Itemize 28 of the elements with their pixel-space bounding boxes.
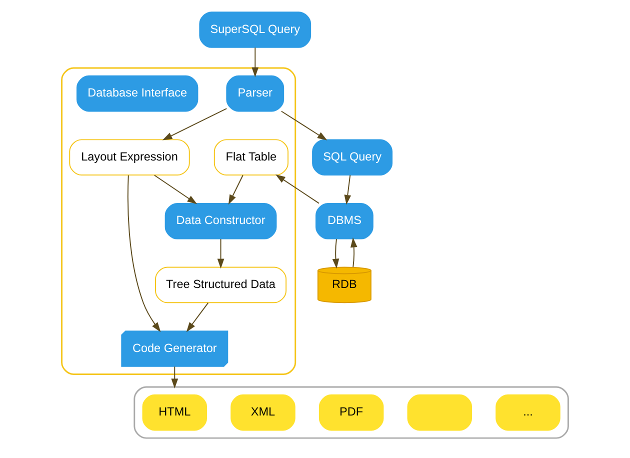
cluster [134, 386, 569, 439]
arrow [252, 47, 259, 78]
node-box: XML [230, 394, 296, 431]
arrow [275, 174, 320, 204]
node-box: ... [496, 394, 560, 431]
arrow [217, 238, 224, 269]
node-box: Tree Structured Data [155, 266, 287, 304]
node-box: HTML [142, 394, 208, 431]
arrow [228, 174, 244, 205]
node-box: DBMS [316, 202, 374, 240]
arrow [186, 302, 209, 332]
node-box: Parser [226, 75, 284, 112]
node-box: Flat Table [214, 139, 288, 176]
arrow [280, 110, 328, 140]
node-box: SuperSQL Query [199, 12, 312, 48]
arrow [350, 238, 358, 268]
node-box: Layout Expression [69, 139, 190, 176]
node-box: SQL Query [312, 139, 393, 176]
arrow [127, 174, 161, 332]
arrow [162, 108, 228, 140]
node-box: Data Constructor [164, 202, 277, 240]
arrow [154, 174, 198, 204]
arrow [171, 366, 178, 388]
arrow [344, 174, 352, 205]
node-box: PDF [318, 394, 384, 431]
node-box: Database Interface [76, 75, 198, 112]
node-box [407, 394, 472, 431]
arrow [332, 238, 340, 269]
